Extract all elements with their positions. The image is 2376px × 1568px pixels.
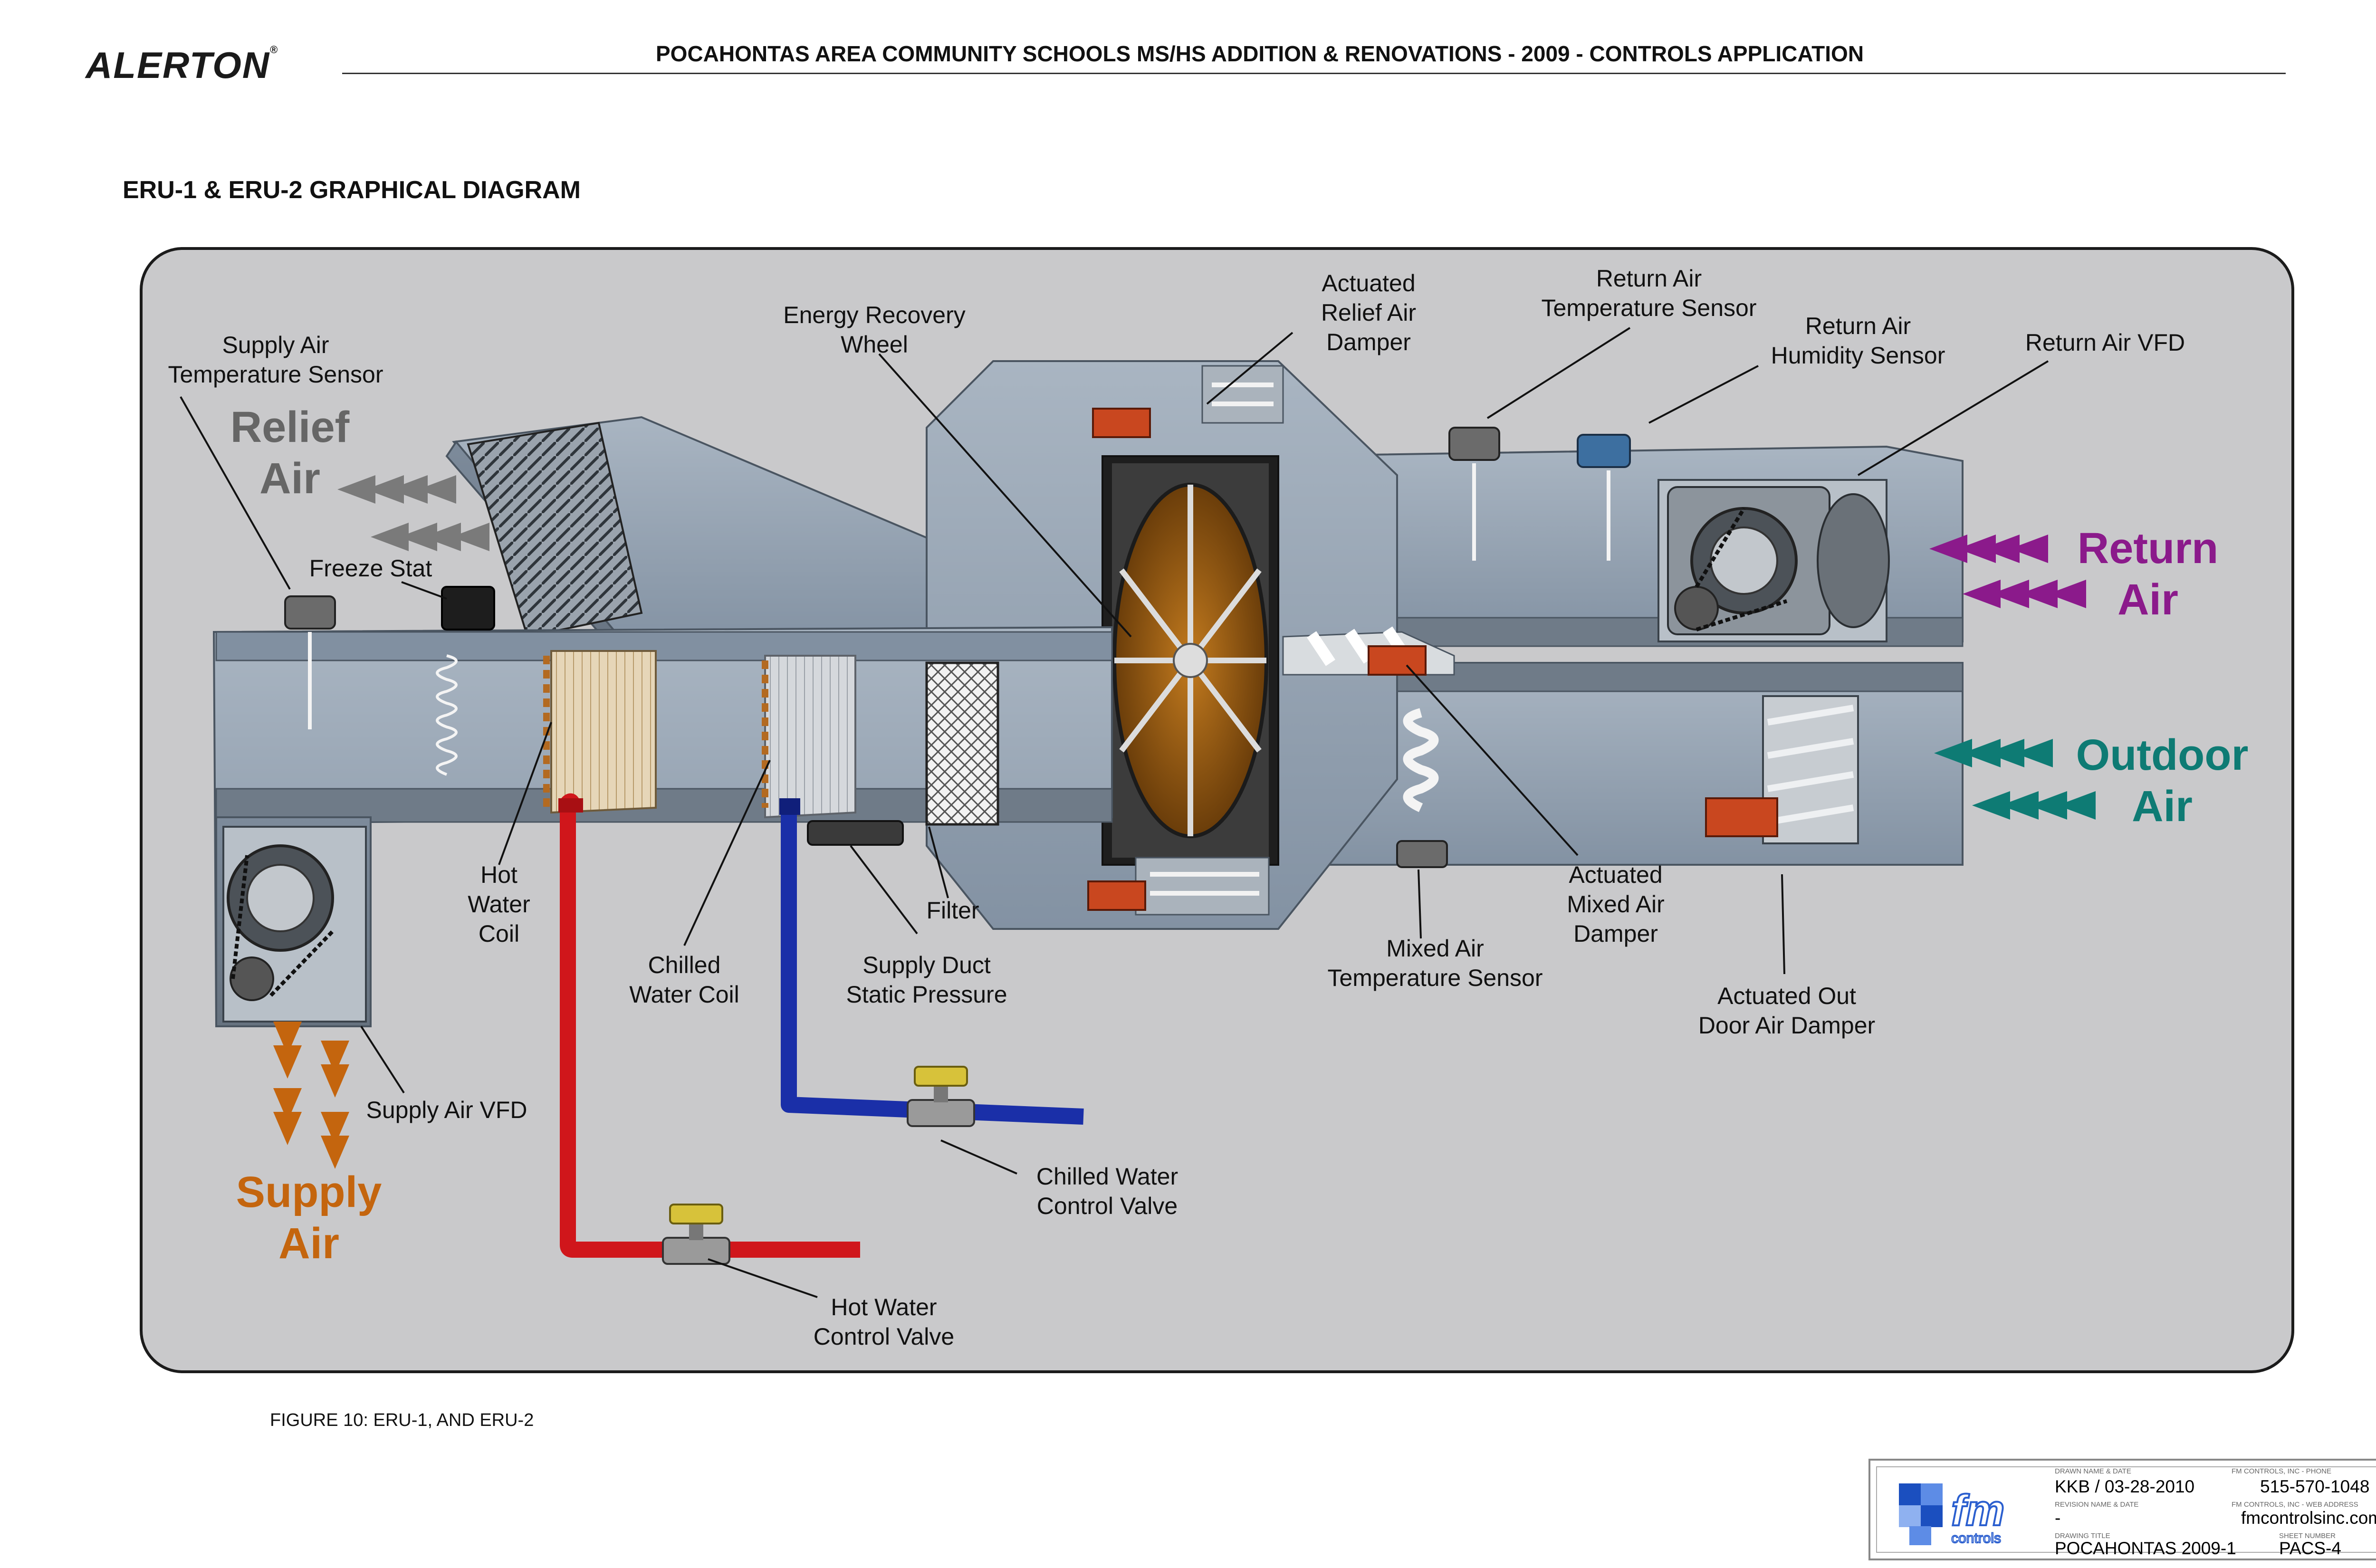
label-freeze-stat: Freeze Stat bbox=[309, 555, 432, 582]
label-mixed-air-temp-sensor: Mixed Air Temperature Sensor bbox=[1327, 935, 1543, 991]
static-pressure-sensor-box bbox=[807, 820, 904, 846]
tb-drawing-title-value: POCAHONTAS 2009-1 bbox=[2055, 1539, 2236, 1558]
flow-label-relief-air: Relief Air bbox=[230, 403, 350, 503]
outdoor-air-damper-actuator bbox=[1705, 797, 1778, 837]
devices bbox=[284, 408, 1778, 911]
label-actuated-outdoor-air-damper: Actuated Out Door Air Damper bbox=[1698, 983, 1876, 1039]
tb-drawn-value: KKB / 03-28-2010 bbox=[2055, 1477, 2195, 1496]
fm-controls-logo: fm controls bbox=[1899, 1483, 2005, 1547]
tb-drawing-title-label: DRAWING TITLE bbox=[2055, 1532, 2110, 1540]
label-chilled-water-coil: Chilled Water Coil bbox=[629, 952, 739, 1008]
label-actuated-mixed-air-damper: Actuated Mixed Air Damper bbox=[1567, 861, 1665, 947]
relief-damper-actuator bbox=[1092, 408, 1151, 438]
lower-damper-actuator bbox=[1087, 880, 1146, 911]
flow-label-return-air: Return Air bbox=[2077, 524, 2219, 624]
return-air-humidity-sensor-box bbox=[1577, 434, 1631, 468]
label-return-air-humidity-sensor: Return Air Humidity Sensor bbox=[1771, 313, 1945, 369]
leader-lines bbox=[180, 327, 2049, 1298]
flow-label-supply-air: Supply Air bbox=[236, 1168, 382, 1268]
label-actuated-relief-air-damper: Actuated Relief Air Damper bbox=[1321, 270, 1417, 355]
hot-water-piping bbox=[558, 793, 860, 1265]
tb-revision-value: - bbox=[2055, 1508, 2061, 1528]
figure-caption: FIGURE 10: ERU-1, AND ERU-2 bbox=[270, 1410, 534, 1430]
freeze-stat-box bbox=[441, 586, 495, 631]
label-return-air-vfd: Return Air VFD bbox=[2025, 329, 2185, 356]
flow-label-outdoor-air: Outdoor Air bbox=[2076, 731, 2249, 831]
mixed-air-temp-probe bbox=[1403, 708, 1439, 813]
fm-mark: fm bbox=[1951, 1486, 2004, 1535]
tb-web-value: fmcontrolsinc.com bbox=[2241, 1508, 2376, 1528]
hot-water-valve-body bbox=[662, 1237, 730, 1265]
tb-sheet-label: SHEET NUMBER bbox=[2279, 1532, 2336, 1540]
filter-media bbox=[925, 661, 999, 826]
tb-sheet-value: PACS-4 bbox=[2279, 1539, 2341, 1558]
label-hot-water-coil: Hot Water Coil bbox=[468, 861, 530, 947]
label-supply-air-vfd: Supply Air VFD bbox=[366, 1097, 527, 1123]
relief-air-arrows bbox=[337, 475, 489, 551]
mixed-air-temp-sensor-box bbox=[1396, 840, 1448, 868]
label-energy-recovery-wheel: Energy Recovery Wheel bbox=[783, 302, 966, 358]
mixed-air-damper-actuator bbox=[1368, 645, 1427, 676]
chilled-water-coil-fins bbox=[764, 655, 856, 819]
tb-phone-label: FM CONTROLS, INC - PHONE bbox=[2232, 1467, 2332, 1475]
label-supply-duct-static-pressure: Supply Duct Static Pressure bbox=[846, 952, 1007, 1008]
alerton-logo: ALERTON® bbox=[86, 44, 279, 86]
label-chilled-water-control-valve: Chilled Water Control Valve bbox=[1036, 1163, 1178, 1219]
outdoor-air-duct bbox=[1273, 662, 1964, 866]
label-filter: Filter bbox=[926, 897, 979, 924]
return-air-arrows bbox=[1929, 535, 2086, 608]
chilled-water-piping bbox=[779, 798, 1084, 1127]
hot-water-valve-actuator bbox=[669, 1204, 723, 1224]
supply-air-temp-sensor-box bbox=[284, 595, 336, 630]
tb-web-label: FM CONTROLS, INC - WEB ADDRESS bbox=[2232, 1501, 2358, 1509]
chilled-water-valve-actuator bbox=[914, 1066, 968, 1087]
return-air-temp-sensor-box bbox=[1448, 427, 1500, 461]
tb-phone-value: 515-570-1048 bbox=[2260, 1477, 2370, 1496]
hot-water-coil-fins bbox=[550, 650, 657, 814]
label-supply-air-temp-sensor: Supply Air Temperature Sensor bbox=[168, 332, 383, 388]
relief-louver bbox=[467, 421, 643, 638]
freeze-stat-element bbox=[436, 654, 458, 776]
label-hot-water-control-valve: Hot Water Control Valve bbox=[813, 1294, 955, 1350]
supply-air-duct bbox=[212, 626, 1113, 1027]
tb-revision-label: REVISION NAME & DATE bbox=[2055, 1501, 2139, 1509]
chilled-water-valve-body bbox=[907, 1099, 975, 1127]
supply-air-arrows bbox=[273, 1022, 349, 1169]
header-rule bbox=[342, 73, 2286, 74]
return-air-duct bbox=[1277, 445, 1964, 647]
header-title: POCAHONTAS AREA COMMUNITY SCHOOLS MS/HS … bbox=[656, 41, 1864, 66]
title-block: fm controls DRAWN NAME & DATE KKB / 03-2… bbox=[1868, 1459, 2376, 1560]
section-title: ERU-1 & ERU-2 GRAPHICAL DIAGRAM bbox=[123, 176, 581, 204]
tb-drawn-label: DRAWN NAME & DATE bbox=[2055, 1467, 2131, 1475]
label-return-air-temp-sensor: Return Air Temperature Sensor bbox=[1541, 265, 1757, 321]
registered-mark: ® bbox=[270, 44, 279, 56]
fm-sub: controls bbox=[1951, 1530, 2001, 1546]
outdoor-air-arrows bbox=[1934, 739, 2096, 820]
